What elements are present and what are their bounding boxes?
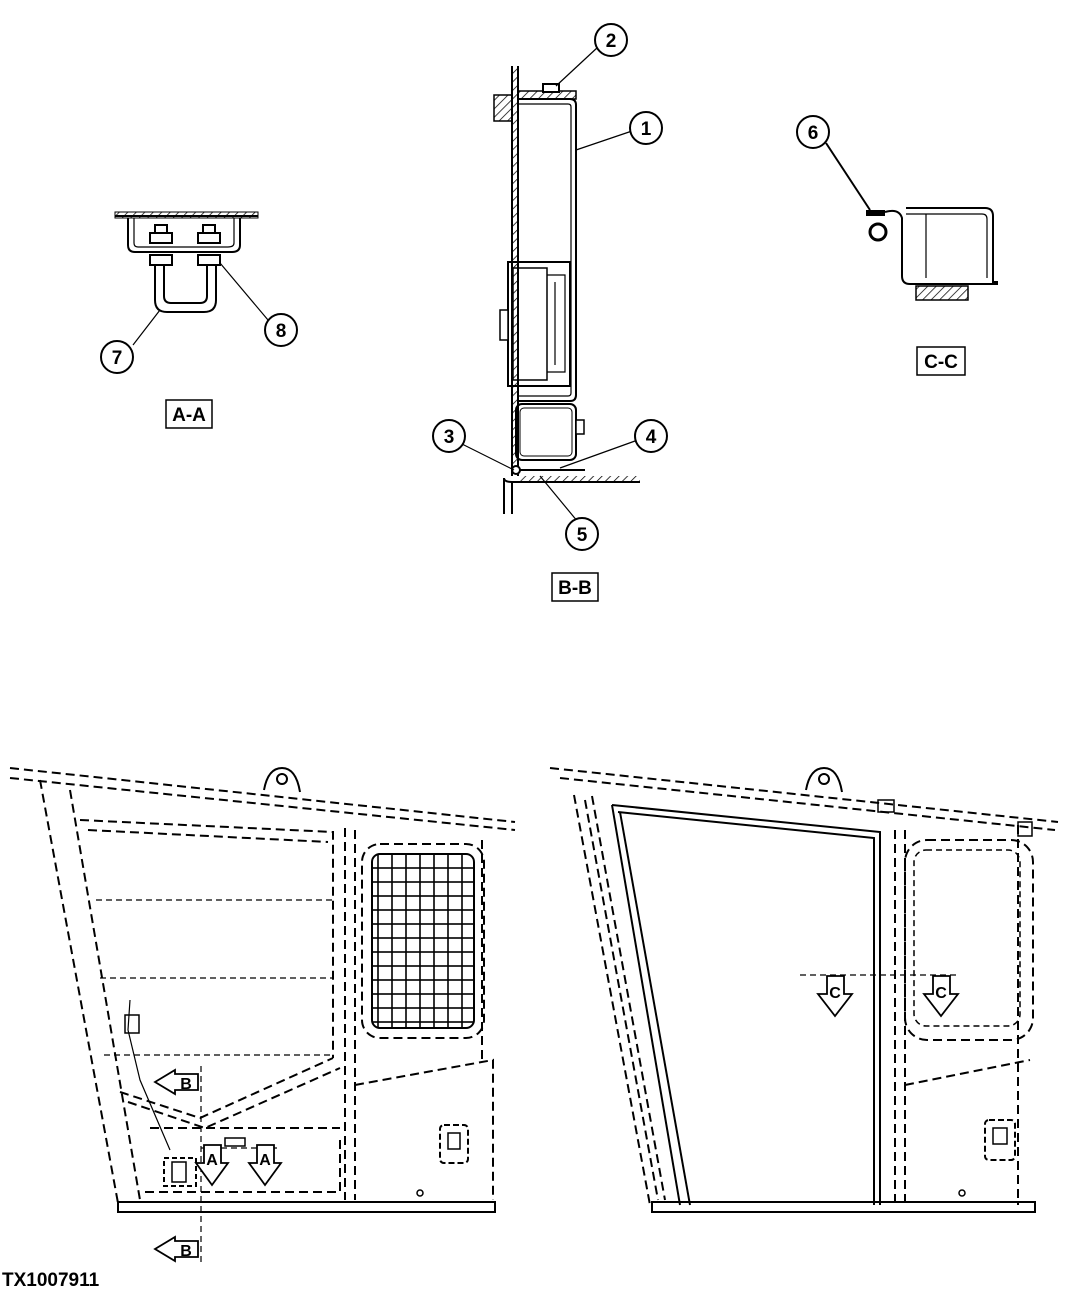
callout-5-label: 5 [577,525,588,546]
section-label-a-a-text: A-A [172,405,206,426]
callout-4-label: 4 [646,427,657,448]
cab-left-view [9,766,516,1262]
section-a-a-view [114,211,269,346]
callout-7: 7 [100,340,134,374]
section-label-a-a: A-A [165,399,213,429]
figure-id: TX1007911 [2,1270,100,1291]
callout-3-label: 3 [444,427,455,448]
section-marker-a-left: A [194,1144,230,1187]
section-marker-a-right-text: A [259,1152,271,1169]
section-marker-b-upper: B [153,1068,199,1096]
section-marker-b-lower-text: B [180,1243,192,1260]
callout-6-label: 6 [808,123,819,144]
section-marker-c-right: C [922,975,960,1018]
callout-4: 4 [634,419,668,453]
callout-2: 2 [594,23,628,57]
section-marker-c-right-text: C [935,985,947,1002]
callout-5: 5 [565,517,599,551]
callout-1: 1 [629,111,663,145]
callout-6: 6 [796,115,830,149]
section-marker-a-right: A [247,1144,283,1187]
section-marker-a-left-text: A [206,1152,218,1169]
section-marker-c-left: C [816,975,854,1018]
cab-right-view [549,766,1059,1213]
section-marker-c-left-text: C [829,985,841,1002]
section-marker-b-lower: B [153,1235,199,1263]
section-c-c-view [825,142,998,301]
callout-7-label: 7 [112,348,123,369]
callout-2-label: 2 [606,31,617,52]
callout-1-label: 1 [641,119,652,140]
section-label-b-b: B-B [551,572,599,602]
callout-8: 8 [264,313,298,347]
section-label-c-c: C-C [916,346,966,376]
callout-8-label: 8 [276,321,287,342]
section-label-b-b-text: B-B [558,578,592,599]
callout-3: 3 [432,419,466,453]
section-label-c-c-text: C-C [924,352,958,373]
section-b-b-view [459,46,640,523]
section-marker-b-upper-text: B [180,1076,192,1093]
